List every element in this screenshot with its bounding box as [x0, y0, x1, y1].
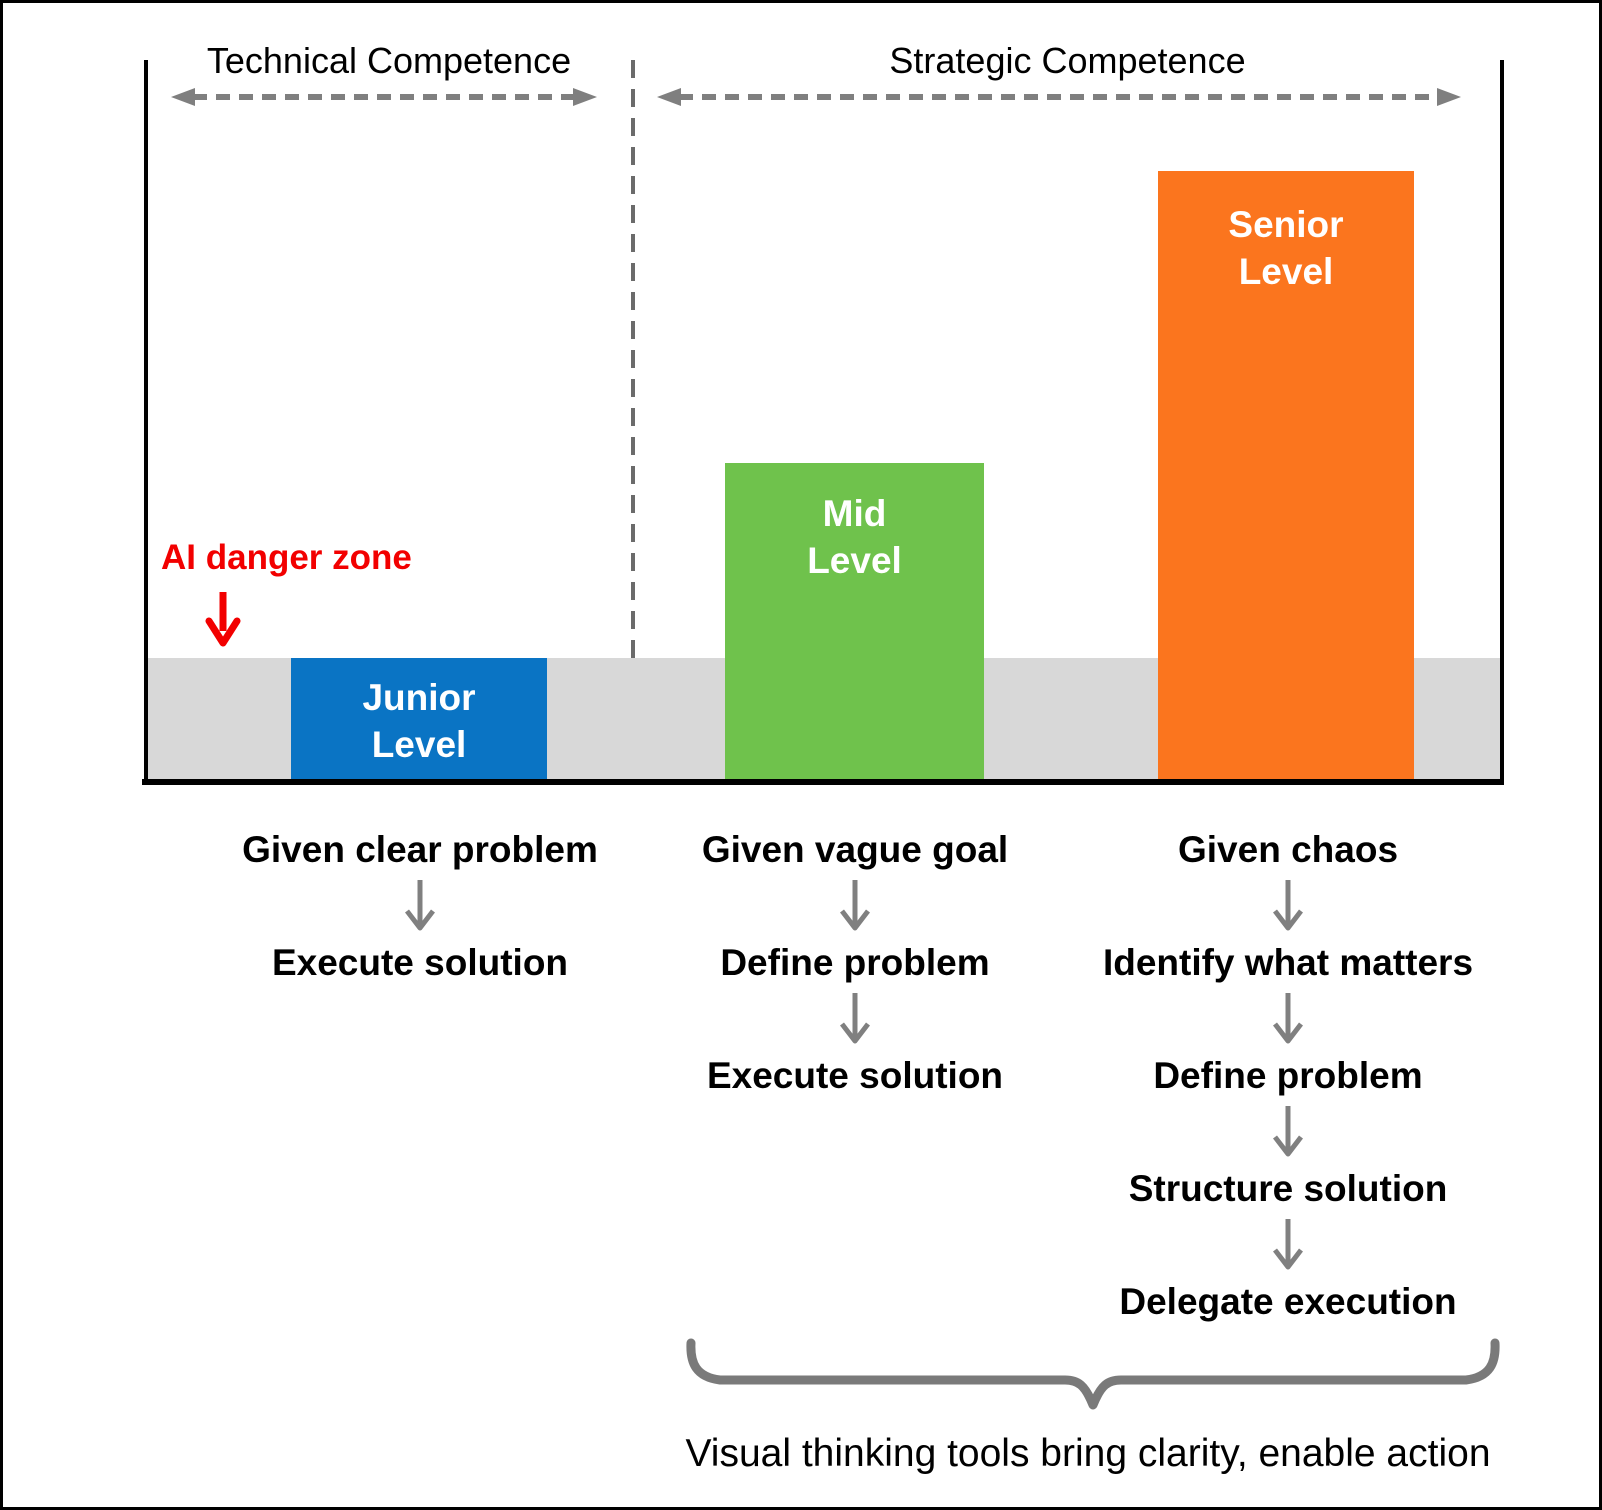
- curly-brace: [686, 1338, 1500, 1410]
- junior-flow-column: Given clear problem Execute solution: [170, 825, 670, 988]
- technical-competence-label: Technical Competence: [206, 40, 572, 81]
- senior-level-bar-label: Senior Level: [1158, 201, 1414, 295]
- flow-arrow: [605, 988, 1105, 1051]
- down-arrow-icon: [840, 879, 870, 930]
- down-arrow-icon: [1273, 992, 1303, 1043]
- strategic-range-arrow: [657, 88, 1461, 106]
- junior-level-bar: Junior Level: [291, 658, 547, 779]
- technical-range-arrow: [171, 88, 597, 106]
- bar-label-line: Level: [807, 540, 902, 581]
- down-arrow-icon: [840, 992, 870, 1043]
- senior-level-bar: Senior Level: [1158, 171, 1414, 779]
- down-arrow-icon: [405, 879, 435, 930]
- bar-label-line: Level: [1238, 251, 1334, 292]
- bar-label-line: Junior: [362, 677, 476, 718]
- ai-danger-zone-label: AI danger zone: [161, 538, 412, 577]
- strategic-competence-label: Strategic Competence: [889, 40, 1246, 81]
- bar-label-line: Level: [371, 724, 467, 765]
- flow-arrow: [170, 875, 670, 938]
- flow-step: Structure solution: [1128, 1168, 1448, 1209]
- flow-step: Given vague goal: [701, 829, 1009, 870]
- bottom-axis-line: [142, 779, 1503, 785]
- flow-arrow: [1038, 875, 1538, 938]
- section-divider-dashed-line: [631, 60, 635, 779]
- left-axis-line: [144, 60, 148, 785]
- flow-step: Define problem: [1153, 1055, 1423, 1096]
- flow-step: Execute solution: [706, 1055, 1004, 1096]
- danger-zone-down-arrow-icon: [205, 592, 241, 647]
- flow-step: Given chaos: [1177, 829, 1399, 870]
- flow-arrow: [1038, 1214, 1538, 1277]
- bar-label-line: Mid: [822, 493, 887, 534]
- right-axis-line: [1500, 60, 1504, 785]
- brace-caption: Visual thinking tools bring clarity, ena…: [685, 1432, 1491, 1475]
- down-arrow-icon: [1273, 1218, 1303, 1269]
- down-arrow-icon: [1273, 1105, 1303, 1156]
- flow-step: Define problem: [720, 942, 990, 983]
- bar-label-line: Senior: [1228, 204, 1344, 245]
- mid-flow-column: Given vague goal Define problem Execute …: [605, 825, 1105, 1101]
- flow-arrow: [1038, 1101, 1538, 1164]
- flow-arrow: [1038, 988, 1538, 1051]
- mid-level-bar: Mid Level: [725, 463, 984, 779]
- flow-arrow: [605, 875, 1105, 938]
- flow-step: Delegate execution: [1119, 1281, 1457, 1322]
- mid-level-bar-label: Mid Level: [725, 490, 984, 584]
- flow-step: Identify what matters: [1102, 942, 1474, 983]
- flow-step: Given clear problem: [242, 829, 598, 870]
- senior-flow-column: Given chaos Identify what matters Define…: [1038, 825, 1538, 1327]
- down-arrow-icon: [1273, 879, 1303, 930]
- flow-step: Execute solution: [271, 942, 569, 983]
- junior-level-bar-label: Junior Level: [291, 674, 547, 768]
